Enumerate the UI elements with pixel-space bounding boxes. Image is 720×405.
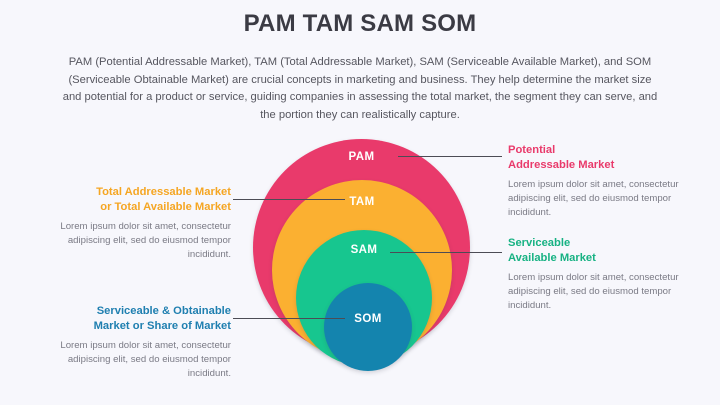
callout-body-pam: Lorem ipsum dolor sit amet, consectetur … xyxy=(508,179,679,218)
callout-pam: Potential Addressable Market Lorem ipsum… xyxy=(508,143,690,220)
ring-label-sam: SAM xyxy=(350,244,378,256)
ring-som[interactable]: SOM xyxy=(324,283,412,371)
callout-title-tam: Total Addressable Market or Total Availa… xyxy=(45,185,231,215)
ring-label-tam: TAM xyxy=(349,196,375,208)
callout-title-som-line2: Market or Share of Market xyxy=(93,320,231,332)
callout-body-som: Lorem ipsum dolor sit amet, consectetur … xyxy=(60,340,231,379)
leader-line-tam xyxy=(233,199,345,200)
callout-sam: Serviceable Available Market Lorem ipsum… xyxy=(508,236,690,313)
page-title: PAM TAM SAM SOM xyxy=(243,10,477,37)
ring-label-som: SOM xyxy=(354,313,382,325)
ring-label-pam: PAM xyxy=(348,151,375,163)
callout-title-sam-line1: Serviceable xyxy=(508,237,571,249)
callout-title-sam-line2: Available Market xyxy=(508,252,596,264)
callout-tam: Total Addressable Market or Total Availa… xyxy=(45,185,231,262)
callout-title-pam-line1: Potential xyxy=(508,144,556,156)
leader-line-sam xyxy=(390,252,502,253)
callout-title-tam-line2: or Total Available Market xyxy=(100,201,231,213)
callout-som: Serviceable & Obtainable Market or Share… xyxy=(45,304,231,381)
callout-body-sam: Lorem ipsum dolor sit amet, consectetur … xyxy=(508,272,679,311)
intro-paragraph: PAM (Potential Addressable Market), TAM … xyxy=(62,56,658,121)
callout-title-som-line1: Serviceable & Obtainable xyxy=(96,305,231,317)
leader-line-som xyxy=(233,318,345,319)
callout-title-sam: Serviceable Available Market xyxy=(508,236,690,266)
callout-title-pam: Potential Addressable Market xyxy=(508,143,690,173)
callout-title-tam-line1: Total Addressable Market xyxy=(96,186,231,198)
callout-title-som: Serviceable & Obtainable Market or Share… xyxy=(45,304,231,334)
callout-body-tam: Lorem ipsum dolor sit amet, consectetur … xyxy=(60,221,231,260)
callout-title-pam-line2: Addressable Market xyxy=(508,159,615,171)
leader-line-pam xyxy=(398,156,502,157)
